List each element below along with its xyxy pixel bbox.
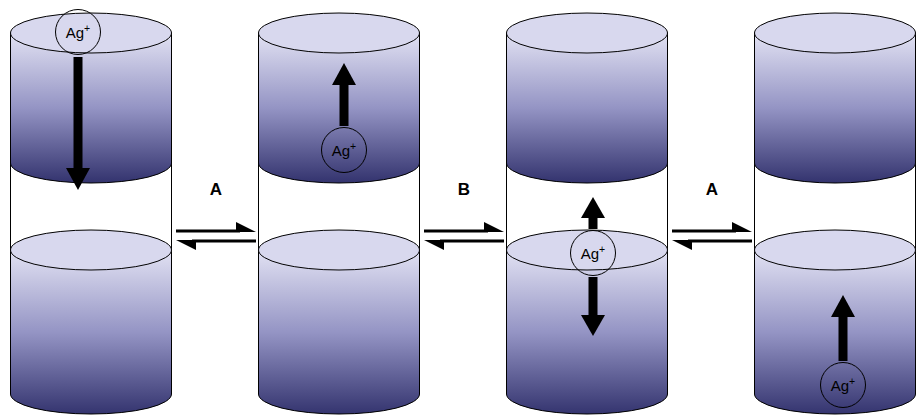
step-label: B	[458, 181, 470, 200]
cylinder	[259, 13, 420, 414]
ion-circle: Ag+	[820, 362, 866, 408]
cylinder	[755, 13, 916, 414]
cylinder	[11, 13, 172, 414]
ion-circle: Ag+	[321, 127, 367, 173]
ion-label: Ag+	[332, 143, 357, 158]
step-label: A	[210, 181, 222, 200]
ion-circle: Ag+	[55, 9, 101, 55]
equilibrium-arrows	[672, 222, 752, 250]
motion-arrows	[66, 57, 855, 361]
ion-label: Ag+	[831, 378, 856, 393]
ion-label: Ag+	[581, 246, 606, 261]
ion-circle: Ag+	[570, 230, 616, 276]
equilibrium-arrows	[424, 222, 504, 250]
cylinder	[507, 13, 668, 414]
equilibrium-arrows	[176, 222, 256, 250]
ion-label: Ag+	[66, 25, 91, 40]
step-label: A	[706, 181, 718, 200]
